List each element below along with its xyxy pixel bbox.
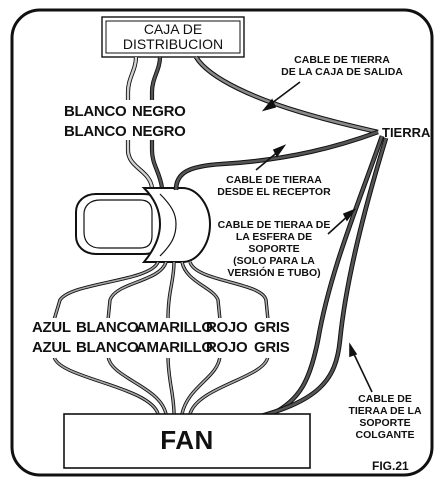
wire-label-plate-top: [60, 100, 178, 140]
ground-wire-sphere-support: [270, 135, 385, 417]
junction-box-label: CAJA DE DISTRIBUCION: [104, 22, 242, 52]
fan-wire-yellow-label-top: AMARILLO: [136, 319, 213, 336]
fan-wire-red-label-bottom: ROJO: [206, 339, 248, 356]
sphere-ground-caption-line5: VERSIÓN E TUBO): [227, 267, 321, 279]
figure-label: FIG.21: [372, 459, 409, 473]
ground-wire-receiver: [173, 129, 379, 191]
hanging-ground-caption-line2: TIERAA DE LA: [348, 405, 422, 417]
ground-wire-outlet-box: [194, 55, 379, 135]
junction-box-line2: DISTRIBUCION: [122, 36, 224, 52]
ground-wire-hanging-support: [245, 137, 389, 423]
fan-wire-red-label-top: ROJO: [206, 319, 248, 336]
fan-wire-blue-label-bottom: AZUL: [32, 339, 71, 356]
wire-label-plate-bottom: [26, 318, 302, 358]
fan-wires: [52, 261, 270, 415]
fan-wire-grey-label-top: GRIS: [254, 319, 290, 336]
sphere-ground-caption-line2: LA ESFERA DE: [235, 231, 313, 243]
fan-wire-yellow-label-bottom: AMARILLO: [136, 339, 213, 356]
fan-box: [63, 413, 311, 469]
sphere-ground-caption-line1: CABLE DE TIERAA DE: [217, 219, 331, 231]
supply-wire-white-label: BLANCO: [64, 103, 127, 120]
supply-wire-black-label: NEGRO: [132, 103, 186, 120]
ground-label: TIERRA: [382, 125, 431, 140]
junction-box: [101, 16, 245, 58]
pointer-arrows: [255, 81, 373, 393]
receiver-ground-caption: CABLE DE TIERAA DESDE EL RECEPTOR: [200, 174, 348, 198]
fan-wire-white-label-top: BLANCO: [76, 319, 139, 336]
fan-wire-white-label-bottom: BLANCO: [76, 339, 139, 356]
hanging-ground-caption: CABLE DE TIERAA DE LA SOPORTE COLGANTE: [346, 393, 424, 441]
hanging-ground-caption-line1: CABLE DE: [358, 393, 412, 405]
sphere-ground-caption-line4: (SOLO PARA LA: [233, 255, 315, 267]
hanging-ground-caption-line4: COLGANTE: [355, 429, 415, 441]
receiver: [75, 187, 212, 263]
hanging-ground-caption-line3: SOPORTE: [359, 417, 411, 429]
receiver-wire-black-label: NEGRO: [132, 123, 186, 140]
receiver-ground-caption-line2: DESDE EL RECEPTOR: [217, 186, 331, 198]
receiver-wire-white-label: BLANCO: [64, 123, 127, 140]
outlet-box-ground-caption-line2: DE LA CAJA DE SALIDA: [281, 66, 403, 78]
junction-box-line1: CAJA DE: [143, 21, 203, 37]
sphere-ground-caption: CABLE DE TIERAA DE LA ESFERA DE SOPORTE …: [206, 219, 342, 279]
receiver-ground-caption-line1: CABLE DE TIERAA: [226, 174, 322, 186]
sphere-ground-caption-line3: SOPORTE: [248, 243, 300, 255]
outlet-box-ground-caption-line1: CABLE DE TIERRA: [294, 54, 390, 66]
outlet-box-ground-caption: CABLE DE TIERRA DE LA CAJA DE SALIDA: [276, 54, 408, 78]
diagram-frame: [10, 8, 434, 477]
fan-wire-grey-label-bottom: GRIS: [254, 339, 290, 356]
junction-box-inner: [105, 20, 241, 54]
fan-label: FAN: [160, 425, 214, 455]
fan-wire-blue-label-top: AZUL: [32, 319, 71, 336]
